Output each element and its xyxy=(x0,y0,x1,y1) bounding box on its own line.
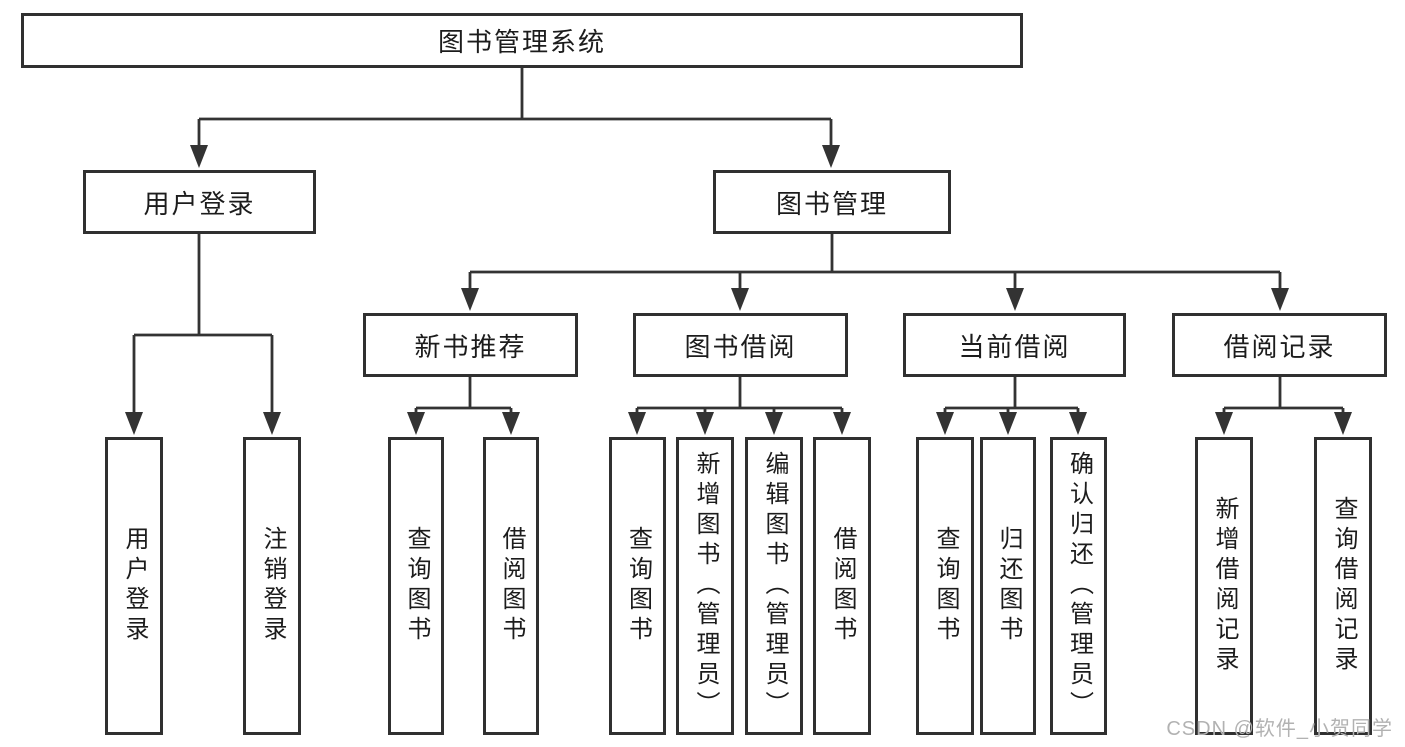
node-cb-confirm-return-admin: 确认归还（管理员） xyxy=(1050,437,1107,735)
node-nb-borrow-books: 借阅图书 xyxy=(483,437,539,735)
node-label: 图书借阅 xyxy=(684,331,797,362)
node-new-book-recommend: 新书推荐 xyxy=(363,313,578,377)
node-label: 查询图书 xyxy=(932,526,959,646)
node-book-borrowing: 图书借阅 xyxy=(633,313,848,377)
node-label: 查询借阅记录 xyxy=(1330,496,1357,676)
node-nb-query-books: 查询图书 xyxy=(388,437,444,735)
node-label: 注销登录 xyxy=(259,526,286,646)
node-leaf-user-login: 用户登录 xyxy=(105,437,163,735)
node-br-query-record: 查询借阅记录 xyxy=(1314,437,1372,735)
node-bb-edit-books-admin: 编辑图书（管理员） xyxy=(745,437,803,735)
node-book-management: 图书管理 xyxy=(713,170,951,234)
node-label: 查询图书 xyxy=(624,526,652,646)
node-label: 当前借阅 xyxy=(958,331,1071,362)
node-label: 查询图书 xyxy=(403,526,430,646)
node-label: 新增图书（管理员） xyxy=(692,451,719,721)
node-label: 归还图书 xyxy=(995,526,1022,646)
node-bb-borrow-books: 借阅图书 xyxy=(813,437,871,735)
node-label: 图书管理系统 xyxy=(437,27,606,57)
node-label: 新书推荐 xyxy=(414,331,527,362)
node-label: 图书管理 xyxy=(775,188,888,219)
node-current-borrowing: 当前借阅 xyxy=(903,313,1126,377)
node-label: 编辑图书（管理员） xyxy=(761,451,788,721)
node-cb-return-books: 归还图书 xyxy=(980,437,1036,735)
node-cb-query-books: 查询图书 xyxy=(916,437,974,735)
node-library-management-system: 图书管理系统 xyxy=(21,13,1023,68)
node-leaf-logout: 注销登录 xyxy=(243,437,301,735)
node-label: 用户登录 xyxy=(143,188,256,219)
node-borrowing-records: 借阅记录 xyxy=(1172,313,1387,377)
node-br-add-record: 新增借阅记录 xyxy=(1195,437,1253,735)
node-bb-query-books: 查询图书 xyxy=(609,437,666,735)
node-label: 确认归还（管理员） xyxy=(1065,451,1093,721)
node-label: 用户登录 xyxy=(121,526,148,646)
node-bb-add-books-admin: 新增图书（管理员） xyxy=(676,437,734,735)
watermark: CSDN @软件_小贺同学 xyxy=(1166,718,1393,740)
node-label: 新增借阅记录 xyxy=(1211,496,1238,676)
node-label: 借阅记录 xyxy=(1223,331,1336,362)
node-label: 借阅图书 xyxy=(829,526,856,646)
node-user-login: 用户登录 xyxy=(83,170,316,234)
node-label: 借阅图书 xyxy=(498,526,525,646)
